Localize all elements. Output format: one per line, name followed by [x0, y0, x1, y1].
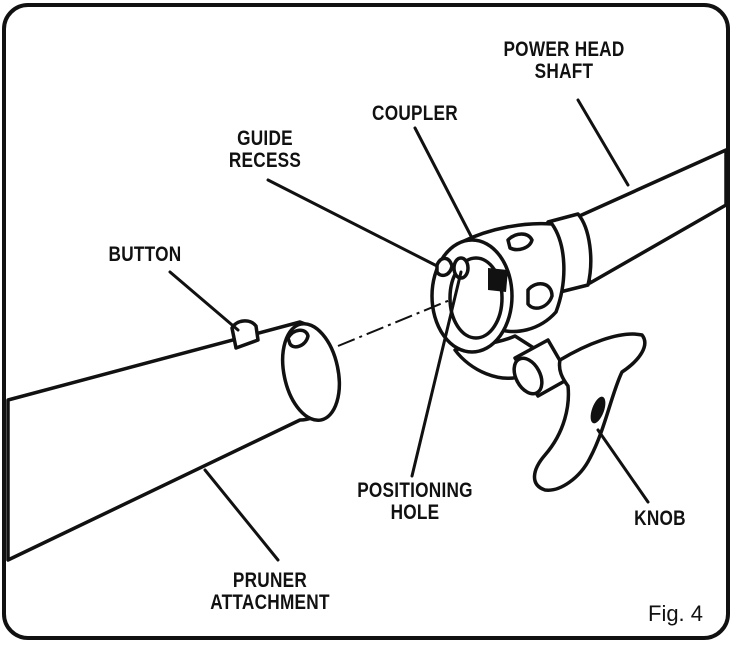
leader-pruner-attachment — [203, 468, 280, 562]
label-button: BUTTON — [92, 244, 199, 266]
label-power-head-shaft-line1: POWER HEAD — [503, 38, 625, 61]
leader-knob — [596, 428, 650, 504]
label-pruner-attachment-line1: PRUNER — [232, 569, 308, 592]
pruner-attachment — [6, 319, 342, 562]
label-pruner-attachment: PRUNER ATTACHMENT — [196, 570, 344, 614]
label-knob: KNOB — [619, 508, 701, 530]
leader-positioning-hole — [410, 270, 463, 478]
label-positioning-hole-line2: HOLE — [390, 501, 440, 524]
label-guide-recess-line2: RECESS — [228, 149, 302, 172]
label-coupler-text: COUPLER — [372, 102, 458, 125]
figure-frame — [2, 3, 730, 640]
leader-button — [168, 270, 240, 332]
label-coupler: COUPLER — [349, 103, 480, 125]
label-power-head-shaft-line2: SHAFT — [534, 60, 594, 83]
leader-coupler — [413, 126, 474, 240]
knob — [512, 332, 647, 492]
alignment-line — [337, 299, 451, 347]
leader-power-head-shaft — [576, 98, 630, 187]
leader-lines — [168, 98, 650, 562]
figure-caption: Fig. 4 — [648, 601, 704, 626]
label-button-text: BUTTON — [108, 243, 182, 266]
leader-guide-recess — [266, 178, 439, 268]
label-positioning-hole: POSITIONING HOLE — [337, 480, 493, 524]
label-guide-recess: GUIDE RECESS — [208, 128, 323, 172]
label-power-head-shaft: POWER HEAD SHAFT — [490, 39, 638, 83]
label-positioning-hole-line1: POSITIONING — [357, 479, 473, 502]
coupler — [430, 221, 566, 380]
label-pruner-attachment-line2: ATTACHMENT — [210, 591, 330, 614]
label-knob-text: KNOB — [634, 507, 686, 530]
label-guide-recess-line1: GUIDE — [237, 127, 293, 150]
